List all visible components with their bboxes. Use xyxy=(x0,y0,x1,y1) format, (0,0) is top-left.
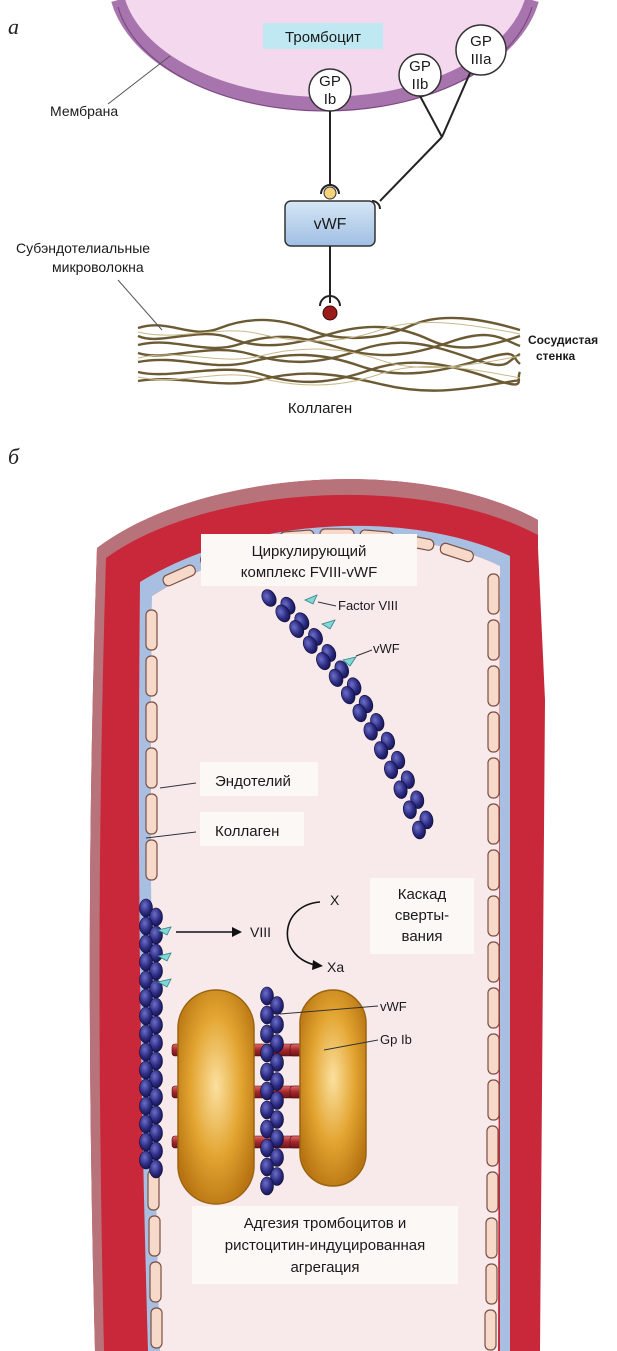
endothelial-cell xyxy=(149,1216,160,1256)
endothelial-cell xyxy=(487,1126,498,1166)
vessel-wall-label-line1: Сосудистая xyxy=(528,333,598,347)
vwf-bottom-label: vWF xyxy=(380,999,407,1014)
membrane-label: Мембрана xyxy=(50,103,118,119)
endothelial-cell xyxy=(488,758,499,798)
endothelial-cell xyxy=(488,850,499,890)
endothelial-cell xyxy=(488,896,499,936)
collagen-fibrils xyxy=(138,318,520,391)
circulating-complex-line2: комплекс FVIII-vWF xyxy=(241,564,378,581)
endothelial-cell xyxy=(146,656,157,696)
endothelial-cell xyxy=(486,1218,497,1258)
cascade-label-line2: сверты- xyxy=(395,907,449,924)
x-label: X xyxy=(330,892,340,908)
gp-ib-line1: GP xyxy=(319,73,341,90)
circulating-complex-line1: Циркулирующий xyxy=(252,543,367,560)
gp-iib-line2: IIb xyxy=(412,76,429,93)
endothelial-cell xyxy=(488,620,499,660)
integrin-stalk xyxy=(380,137,442,201)
gp-iib-receptor: GP IIb xyxy=(399,54,441,96)
endothelium-label: Эндотелий xyxy=(215,773,291,790)
collagen-label: Коллаген xyxy=(288,400,352,417)
gp-iiia-line2: IIIa xyxy=(471,51,493,68)
endothelial-cell xyxy=(146,840,157,880)
panel-a: а Тромбоцит Мембрана GP Ib GP IIb GP III… xyxy=(8,0,598,417)
membrane-pointer xyxy=(108,56,170,104)
gp-ib-binding-site xyxy=(324,187,336,199)
endothelial-cell xyxy=(488,804,499,844)
adhesion-label-line1: Адгезия тромбоцитов и xyxy=(244,1215,407,1232)
endothelial-cell xyxy=(486,1264,497,1304)
panel-a-letter: а xyxy=(8,14,19,39)
wall-bound-vwf-multimer xyxy=(140,899,163,1178)
endothelial-cell xyxy=(146,794,157,834)
collagen-fibril xyxy=(138,374,520,391)
adhesion-label-line3: агрегация xyxy=(290,1259,359,1276)
gp-ib-line2: Ib xyxy=(324,91,337,108)
endothelial-cell xyxy=(151,1308,162,1348)
gp-iib-stalk xyxy=(420,96,442,137)
endothelial-cell xyxy=(146,748,157,788)
microfibrils-label-line2: микроволокна xyxy=(52,259,144,275)
endothelial-cell xyxy=(146,702,157,742)
endothelial-cell xyxy=(488,1080,499,1120)
endothelial-cell xyxy=(487,1172,498,1212)
platelet-label: Тромбоцит xyxy=(285,29,361,46)
endothelial-cell xyxy=(485,1310,496,1350)
adhesion-label-line2: ристоцитин-индуцированная xyxy=(225,1237,426,1254)
collagen-binding-site xyxy=(323,306,337,320)
vessel-wall-label-line2: стенка xyxy=(536,349,575,363)
panel-b: б xyxy=(8,444,545,1351)
viii-label: VIII xyxy=(250,924,271,940)
aggregating-platelet xyxy=(300,990,366,1186)
cascade-label-line1: Каскад xyxy=(398,886,447,903)
gp-iiia-receptor: GP IIIa xyxy=(456,25,506,75)
adherent-platelet xyxy=(178,990,254,1204)
panel-b-letter: б xyxy=(8,444,20,469)
endothelial-cell xyxy=(488,942,499,982)
endothelial-cell xyxy=(488,666,499,706)
gp-ib-label: Gp Ib xyxy=(380,1032,412,1047)
microfibrils-label-line1: Субэндотелиальные xyxy=(16,240,150,256)
vwf-top-label: vWF xyxy=(373,641,400,656)
endothelial-cell xyxy=(488,712,499,752)
endothelial-cell xyxy=(488,988,499,1028)
endothelial-cell xyxy=(488,574,499,614)
vwf-bead xyxy=(150,1160,163,1178)
collagen-b-label: Коллаген xyxy=(215,823,279,840)
vwf-label: vWF xyxy=(314,216,347,233)
cascade-label-line3: вания xyxy=(402,928,443,945)
factor-viii-label: Factor VIII xyxy=(338,598,398,613)
vwf-bead xyxy=(261,1177,274,1195)
endothelial-cell xyxy=(146,610,157,650)
endothelial-cell xyxy=(488,1034,499,1074)
xa-label: Xa xyxy=(327,959,344,975)
microfibrils-pointer xyxy=(118,280,162,330)
gp-ib-receptor: GP Ib xyxy=(309,69,351,111)
gp-iib-line1: GP xyxy=(409,58,431,75)
endothelial-cell xyxy=(150,1262,161,1302)
gp-iiia-line1: GP xyxy=(470,33,492,50)
